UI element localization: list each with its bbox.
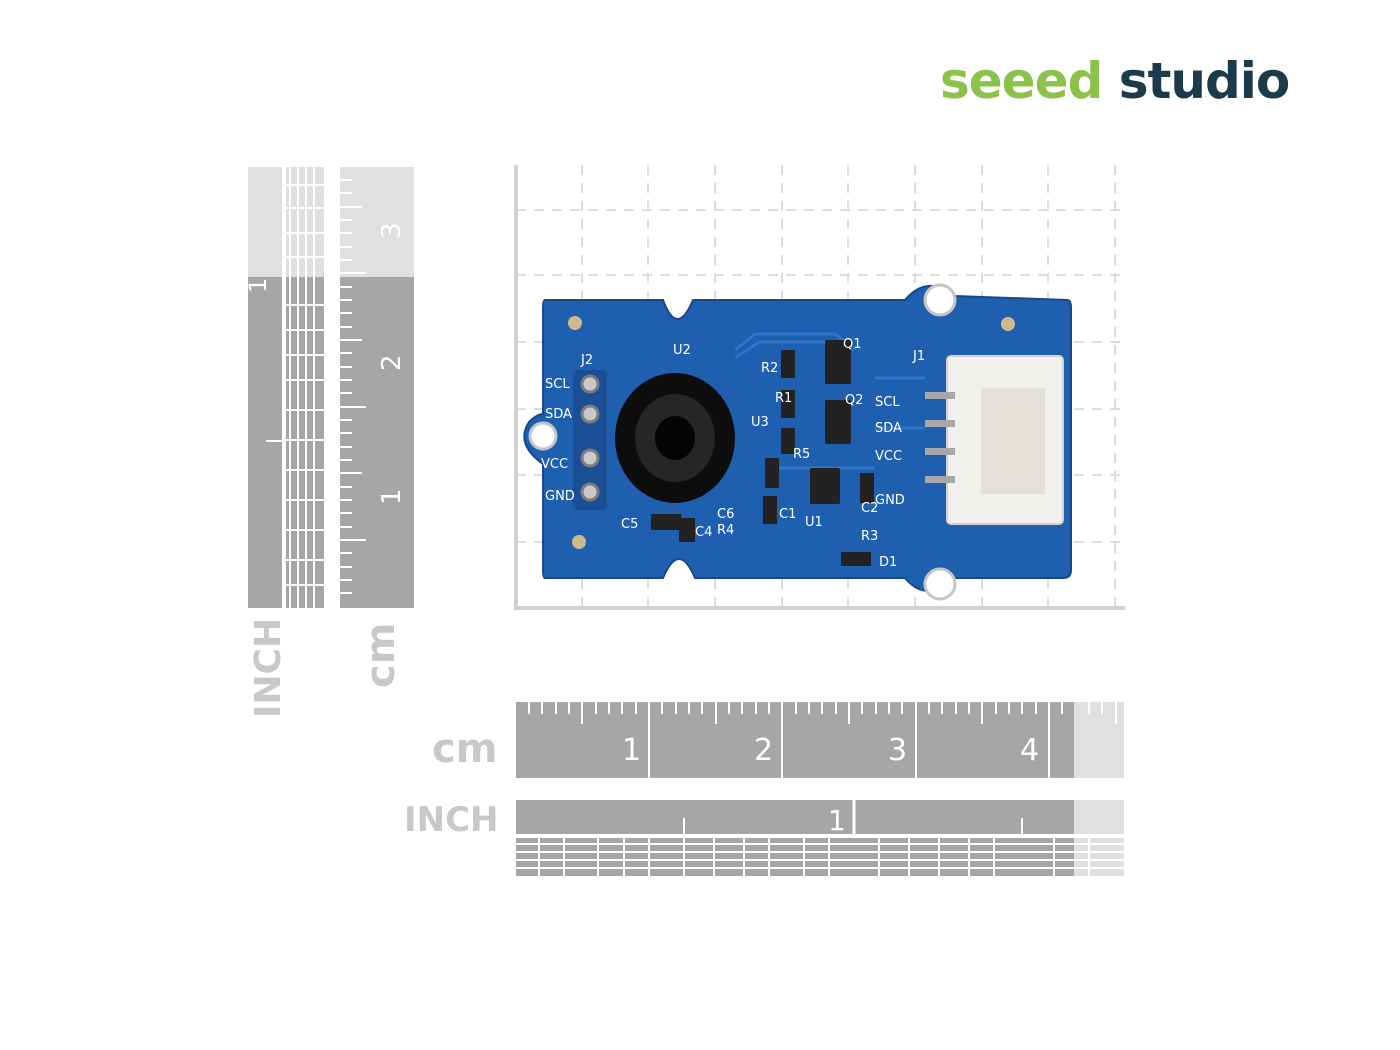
left-cm-label: cm: [358, 622, 404, 688]
seeed-studio-logo: seeed studio: [940, 52, 1360, 112]
silk-q1: Q1: [843, 337, 862, 352]
left-cm-tick-1: 1: [377, 488, 407, 505]
bottom-inch-label: INCH: [404, 800, 499, 840]
silk-c5: C5: [621, 517, 638, 532]
silk-c2: C2: [861, 501, 878, 516]
silk-c1: C1: [779, 507, 796, 522]
silk-j1: J1: [912, 349, 925, 364]
silk-r4: R4: [717, 523, 734, 538]
logo-part-studio: studio: [1118, 52, 1291, 110]
left-inch-label: INCH: [248, 617, 289, 718]
bottom-cm-tick-4: 4: [1020, 733, 1039, 768]
silk-vcc-right: VCC: [875, 449, 902, 464]
silk-r1: R1: [775, 391, 792, 406]
bottom-inch-ruler: 1: [516, 800, 1124, 876]
bottom-cm-label: cm: [432, 726, 498, 772]
bottom-cm-tick-2: 2: [754, 733, 773, 768]
silk-r5: R5: [793, 447, 810, 462]
left-cm-ruler: 3 2 1: [340, 167, 414, 608]
bottom-cm-tick-3: 3: [888, 733, 907, 768]
silk-c6: C6: [717, 507, 734, 522]
silk-j2: J2: [580, 353, 593, 368]
silk-d1: D1: [879, 555, 897, 570]
silk-q2: Q2: [845, 393, 864, 408]
silk-sda-right: SDA: [875, 421, 902, 436]
silk-r2: R2: [761, 361, 778, 376]
silk-gnd: GND: [545, 489, 575, 504]
grove-sensor-board: U2 J2 SCL SDA VCC GND C5 C6 R4 C4 U3 R1 …: [523, 283, 1072, 601]
silk-scl-right: SCL: [875, 395, 900, 410]
silk-scl: SCL: [545, 377, 570, 392]
silk-u3: U3: [751, 415, 769, 430]
silk-u2: U2: [673, 343, 691, 358]
left-cm-tick-3: 3: [377, 222, 407, 239]
silk-c4: C4: [695, 525, 712, 540]
silk-u1: U1: [805, 515, 823, 530]
bottom-cm-ruler: 1 2 3 4: [516, 702, 1124, 778]
logo-part-seeed: seeed: [940, 52, 1103, 110]
silk-gnd-right: GND: [875, 493, 905, 508]
left-inch-ruler: 1: [246, 167, 324, 608]
left-inch-tick-1: 1: [246, 278, 272, 293]
silk-sda: SDA: [545, 407, 572, 422]
silk-r3: R3: [861, 529, 878, 544]
bottom-cm-tick-1: 1: [622, 733, 641, 768]
left-cm-tick-2: 2: [377, 354, 407, 371]
silk-vcc: VCC: [541, 457, 568, 472]
bottom-inch-tick-1: 1: [828, 804, 846, 837]
